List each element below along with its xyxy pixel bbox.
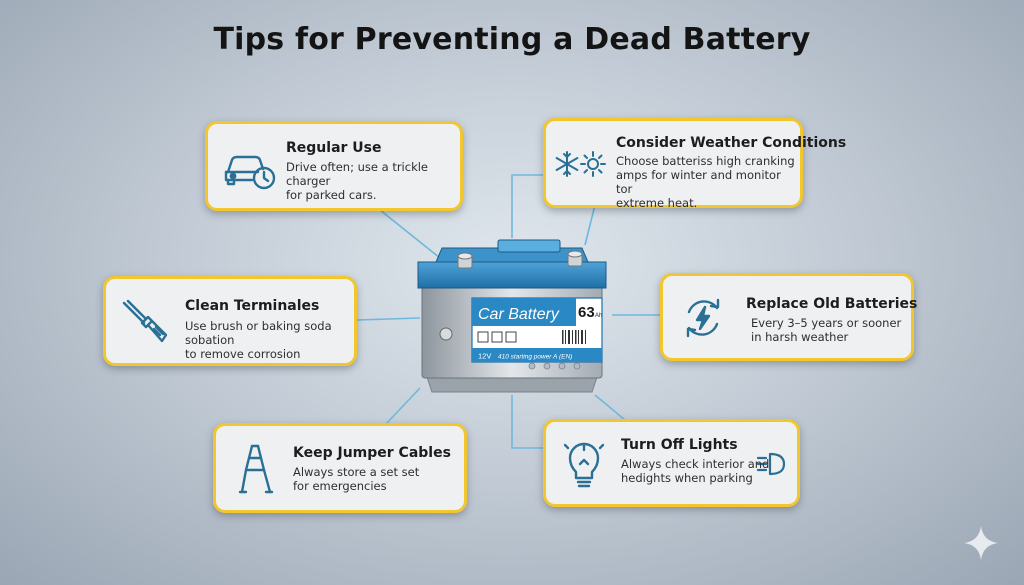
- tip-description: Always check interior and hedights when …: [621, 457, 770, 485]
- battery-spec: 410 starting power A (EN): [498, 354, 572, 361]
- battery-voltage: 12V: [478, 352, 491, 361]
- tip-title: Clean Terminales: [185, 298, 320, 314]
- lightbulb-icon: [562, 438, 606, 494]
- headlight-icon: [756, 452, 788, 476]
- tip-description: Drive often; use a trickle charger for p…: [286, 160, 428, 202]
- sparkle-icon: [964, 526, 998, 560]
- car-clock-icon: [222, 146, 278, 192]
- tip-card-replace-old: Replace Old Batteries Every 3–5 years or…: [660, 273, 918, 361]
- tip-card-weather: Consider Weather Conditions Choose batte…: [543, 118, 846, 210]
- battery-capacity: 63: [578, 304, 595, 321]
- tip-title: Regular Use: [286, 140, 382, 156]
- tip-description: Always store a set set for emergencies: [293, 465, 420, 493]
- tip-card-regular-use: Regular Use Drive often; use a trickle c…: [205, 121, 463, 211]
- tip-card-jumper-cables: Keep Jumper Cables Always store a set se…: [213, 423, 467, 513]
- tip-card-lights-off: Turn Off Lights Always check interior an…: [543, 419, 800, 507]
- tip-description: Use brush or baking soda sobation to rem…: [185, 319, 332, 361]
- battery-capacity-unit: Ah: [595, 313, 602, 319]
- battery-barcode: [562, 330, 586, 344]
- connector-jumper-cables: [384, 387, 421, 426]
- connector-weather: [511, 174, 545, 238]
- brush-icon: [120, 297, 170, 347]
- connector-clean-terminals: [356, 317, 421, 321]
- connector-weather-2: [584, 204, 596, 246]
- tip-description: Choose batteriss high cranking amps for …: [616, 154, 795, 210]
- battery-warning-symbols: [477, 331, 517, 343]
- tip-title: Turn Off Lights: [621, 437, 738, 453]
- tip-description: Every 3–5 years or sooner in harsh weath…: [751, 316, 902, 344]
- tip-title: Consider Weather Conditions: [616, 135, 847, 151]
- car-battery-illustration: Car Battery 63 Ah 12V 410 starting power…: [417, 239, 607, 393]
- connector-regular-use: [379, 209, 441, 259]
- jumper-clamp-icon: [236, 442, 276, 498]
- tip-title: Replace Old Batteries: [746, 296, 918, 312]
- connector-lights-off: [511, 395, 545, 449]
- tip-title: Keep Jumper Cables: [293, 445, 451, 461]
- tip-card-clean-terminals: Clean Terminales Use brush or baking sod…: [103, 276, 357, 366]
- connector-lights-off-2: [594, 394, 626, 421]
- snowflake-sun-icon: [554, 149, 606, 179]
- page-title: Tips for Preventing a Dead Battery: [213, 22, 811, 57]
- battery-brand: Car Battery: [478, 306, 560, 323]
- recycle-bolt-icon: [681, 296, 725, 340]
